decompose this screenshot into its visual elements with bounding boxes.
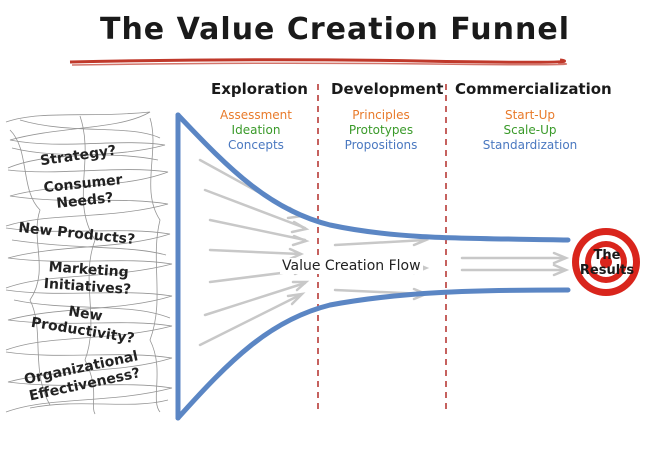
stage-exploration-item: Assessment <box>216 108 296 122</box>
diagram-title: The Value Creation Funnel <box>0 12 670 47</box>
stage-commercialization-heading: Commercialization <box>455 80 612 98</box>
value-creation-flow-label: Value Creation Flow <box>280 258 423 274</box>
stage-development-heading: Development <box>331 80 443 98</box>
results-label: The Results <box>577 248 637 278</box>
stage-exploration-heading: Exploration <box>211 80 308 98</box>
stage-exploration-item: Concepts <box>216 138 296 152</box>
funnel-bottom-edge <box>178 290 568 418</box>
stage-development-item: Prototypes <box>334 123 428 137</box>
stage-commercialization-item: Scale-Up <box>470 123 590 137</box>
stage-commercialization-item: Start-Up <box>470 108 590 122</box>
stage-development-item: Principles <box>334 108 428 122</box>
stage-commercialization-item: Standardization <box>470 138 590 152</box>
title-underline <box>70 60 565 63</box>
stage-development-item: Propositions <box>334 138 428 152</box>
stage-exploration-item: Ideation <box>216 123 296 137</box>
